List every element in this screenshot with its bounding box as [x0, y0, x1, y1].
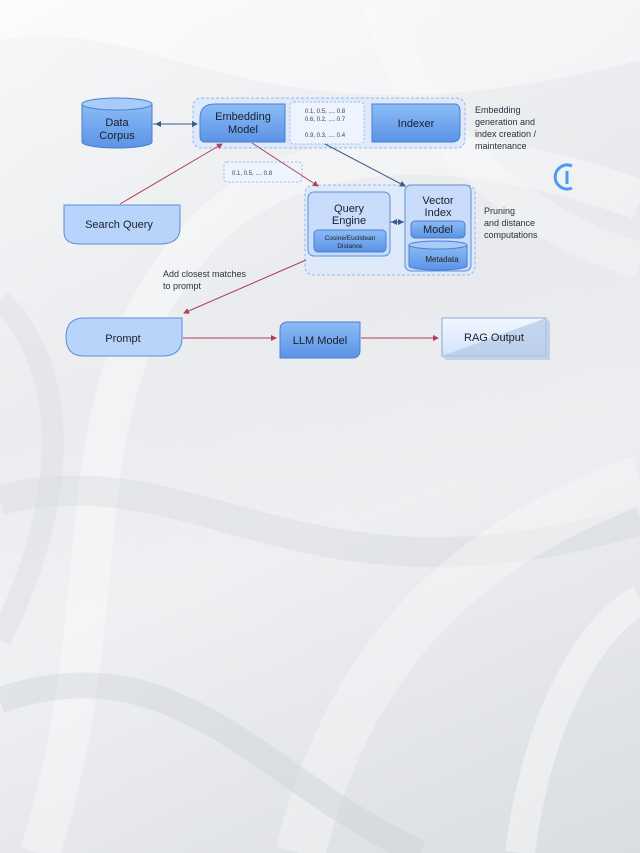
svg-text:to prompt: to prompt	[163, 281, 202, 291]
vector-row-1: 0.1, 0.5, .... 0.8	[305, 109, 346, 115]
indexer-node[interactable]: Indexer	[371, 103, 461, 143]
embedding-model-node[interactable]: Embedding Model	[199, 103, 286, 143]
indexer-label: Indexer	[398, 118, 435, 130]
edges	[119, 121, 439, 341]
svg-text:and distance: and distance	[484, 218, 535, 228]
svg-text:maintenance: maintenance	[475, 141, 527, 151]
search-query-label: Search Query	[85, 219, 153, 231]
vector-row-2: 0.6, 0.2, .... 0.7	[305, 117, 346, 123]
query-engine-label-1: Query	[334, 203, 364, 215]
cosine-distance-box	[313, 229, 387, 253]
metadata-cylinder: Metadata	[408, 240, 468, 271]
svg-text:Add closest matches: Add closest matches	[163, 269, 247, 279]
embedding-model-label-1: Embedding	[215, 111, 271, 123]
svg-text:Distance: Distance	[337, 243, 363, 250]
data-corpus-label-1: Data	[105, 117, 129, 129]
svg-text:Embedding: Embedding	[475, 105, 521, 115]
embedding-model-label-2: Model	[228, 124, 258, 136]
svg-text:Model: Model	[423, 224, 453, 236]
embedding-note: Embedding generation and index creation …	[475, 105, 537, 151]
search-query-node[interactable]: Search Query	[63, 204, 181, 245]
c-logo-icon	[553, 163, 573, 191]
svg-text:generation and: generation and	[475, 117, 535, 127]
prompt-label: Prompt	[105, 333, 140, 345]
svg-text:0.1, 0.5, .... 0.8: 0.1, 0.5, .... 0.8	[232, 171, 273, 177]
query-engine-node[interactable]: Query Engine Cosine/Euclidean Distance	[307, 191, 391, 257]
model-box	[410, 220, 466, 239]
svg-text:Cosine/Euclidean: Cosine/Euclidean	[325, 235, 376, 242]
rag-output-label: RAG Output	[464, 332, 524, 344]
svg-text:Pruning: Pruning	[484, 206, 515, 216]
embedding-vectors: 0.1, 0.5, .... 0.8 0.6, 0.2, .... 0.7 0.…	[289, 101, 365, 145]
query-engine-label-2: Engine	[332, 215, 366, 227]
svg-text:computations: computations	[484, 230, 538, 240]
svg-text:Metadata: Metadata	[425, 255, 459, 264]
pruning-note: Pruning and distance computations	[484, 206, 538, 240]
llm-model-label: LLM Model	[293, 335, 347, 347]
llm-model-node[interactable]: LLM Model	[279, 321, 361, 359]
vector-index-label-1: Vector	[422, 195, 454, 207]
svg-text:index creation /: index creation /	[475, 129, 537, 139]
vector-index-label-2: Index	[425, 207, 452, 219]
vector-index-node[interactable]: Vector Index Model Metadata	[404, 184, 472, 272]
prompt-node[interactable]: Prompt	[65, 317, 183, 357]
data-corpus-node[interactable]: Data Corpus	[81, 97, 153, 149]
vector-row-3: 0.9, 0.3, .... 0.4	[305, 133, 346, 139]
rag-output-node[interactable]: RAG Output	[441, 317, 550, 360]
query-vector: 0.1, 0.5, .... 0.8	[223, 161, 303, 183]
data-corpus-label-2: Corpus	[99, 130, 135, 142]
closest-matches-note: Add closest matches to prompt	[163, 269, 247, 291]
